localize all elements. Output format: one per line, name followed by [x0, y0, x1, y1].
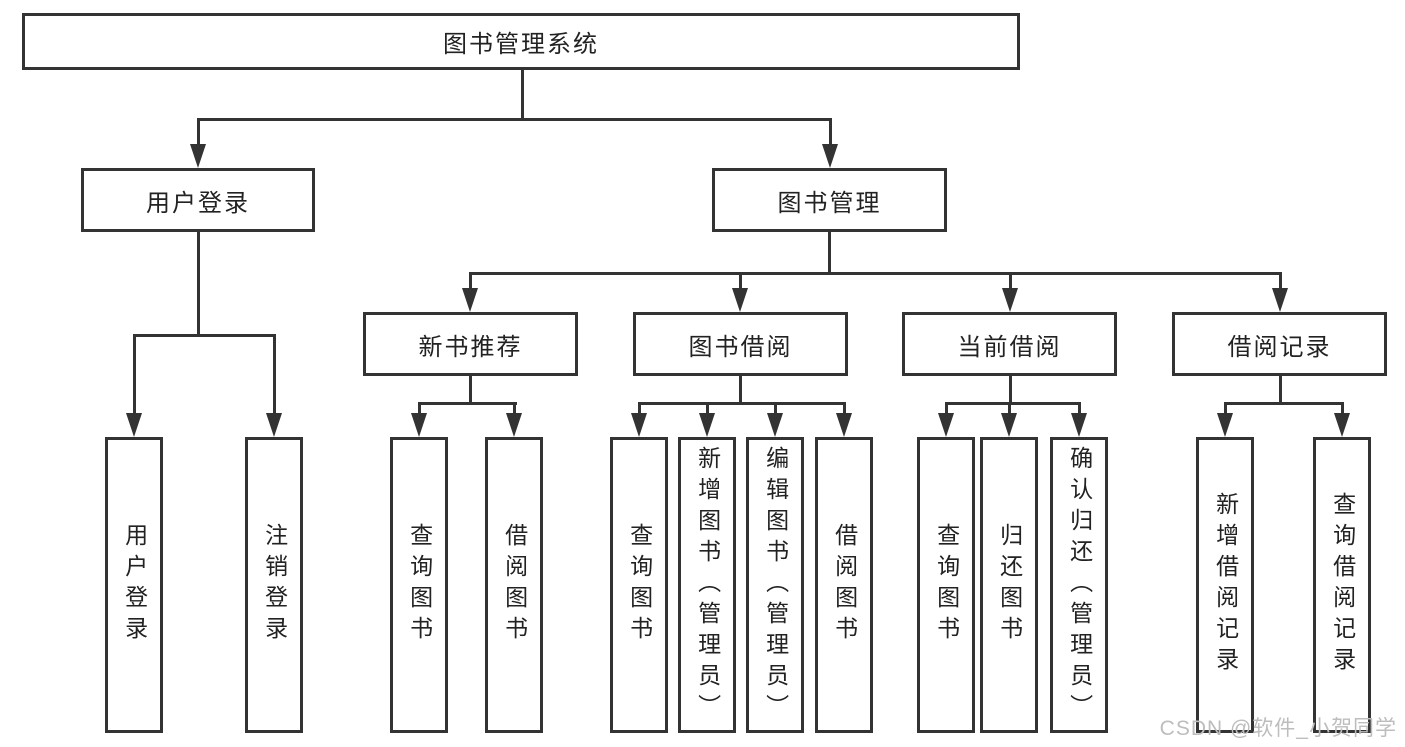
connector-line [1224, 402, 1227, 414]
connector-line [945, 402, 1081, 405]
connector-line [273, 334, 276, 414]
leaf-confirm-return-admin: 确认归还（管理员） [1050, 437, 1108, 733]
leaf-label: 新增借阅记录 [1212, 492, 1239, 678]
leaf-edit-books-admin: 编辑图书（管理员） [746, 437, 804, 733]
node-label: 新书推荐 [418, 333, 523, 361]
connector-line [469, 376, 472, 403]
leaf-label: 借阅图书 [831, 523, 858, 647]
arrowhead-down-icon [836, 413, 852, 437]
arrowhead-down-icon [1272, 288, 1288, 312]
arrowhead-down-icon [1334, 413, 1350, 437]
connector-line [1224, 402, 1344, 405]
node-label: 借阅记录 [1227, 333, 1332, 361]
connector-line [197, 232, 200, 335]
arrowhead-down-icon [1001, 413, 1017, 437]
arrowhead-down-icon [631, 413, 647, 437]
connector-line [1008, 402, 1011, 414]
csdn-watermark: CSDN @软件_小贺同学 [1159, 717, 1397, 740]
arrowhead-down-icon [767, 413, 783, 437]
arrowhead-down-icon [462, 288, 478, 312]
connector-line [828, 232, 831, 273]
leaf-borrow-books-recommend: 借阅图书 [485, 437, 543, 733]
leaf-label: 注销登录 [261, 523, 288, 647]
arrowhead-down-icon [938, 413, 954, 437]
leaf-user-login: 用户登录 [105, 437, 163, 733]
connector-line [843, 402, 846, 414]
connector-line [638, 402, 846, 405]
leaf-query-books-recommend: 查询图书 [390, 437, 448, 733]
node-label: 图书管理 [777, 189, 882, 217]
leaf-label: 编辑图书（管理员） [762, 445, 789, 725]
connector-line [469, 272, 472, 289]
leaf-query-borrow-record: 查询借阅记录 [1313, 437, 1371, 733]
leaf-label: 归还图书 [996, 523, 1023, 647]
connector-line [1078, 402, 1081, 414]
node-label: 当前借阅 [957, 333, 1062, 361]
connector-line [1279, 272, 1282, 289]
connector-line [829, 118, 832, 144]
connector-line [133, 334, 136, 414]
node-library-management-system: 图书管理系统 [22, 13, 1020, 70]
connector-line [1341, 402, 1344, 414]
arrowhead-down-icon [699, 413, 715, 437]
leaf-query-books-current: 查询图书 [917, 437, 975, 733]
leaf-label: 确认归还（管理员） [1066, 445, 1093, 725]
node-book-borrow: 图书借阅 [633, 312, 848, 376]
connector-line [1009, 376, 1012, 403]
connector-line [638, 402, 641, 414]
node-current-borrow: 当前借阅 [902, 312, 1117, 376]
connector-line [133, 334, 276, 337]
connector-line [1009, 272, 1012, 289]
connector-line [739, 376, 742, 403]
leaf-label: 查询图书 [626, 523, 653, 647]
leaf-label: 借阅图书 [501, 523, 528, 647]
arrowhead-down-icon [822, 144, 838, 168]
connector-line [739, 272, 742, 289]
connector-line [418, 402, 421, 414]
node-new-book-recommend: 新书推荐 [363, 312, 578, 376]
leaf-add-books-admin: 新增图书（管理员） [678, 437, 736, 733]
connector-line [418, 402, 517, 405]
arrowhead-down-icon [1071, 413, 1087, 437]
leaf-logout: 注销登录 [245, 437, 303, 733]
arrowhead-down-icon [1002, 288, 1018, 312]
arrowhead-down-icon [411, 413, 427, 437]
arrowhead-down-icon [266, 413, 282, 437]
leaf-borrow-books: 借阅图书 [815, 437, 873, 733]
leaf-query-books-borrow: 查询图书 [610, 437, 668, 733]
connector-line [706, 402, 709, 414]
connector-line [469, 272, 1282, 275]
arrowhead-down-icon [732, 288, 748, 312]
node-book-management: 图书管理 [712, 168, 947, 232]
arrowhead-down-icon [190, 144, 206, 168]
node-label: 图书借阅 [688, 333, 793, 361]
node-borrow-records: 借阅记录 [1172, 312, 1387, 376]
leaf-label: 用户登录 [121, 523, 148, 647]
connector-line [197, 118, 200, 144]
connector-line [197, 118, 832, 121]
leaf-label: 查询借阅记录 [1329, 492, 1356, 678]
leaf-label: 查询图书 [406, 523, 433, 647]
node-label: 用户登录 [146, 189, 250, 217]
connector-line [774, 402, 777, 414]
arrowhead-down-icon [506, 413, 522, 437]
leaf-label: 新增图书（管理员） [694, 445, 721, 725]
leaf-label: 查询图书 [933, 523, 960, 647]
connector-line [1279, 376, 1282, 403]
node-user-login: 用户登录 [81, 168, 315, 232]
connector-line [513, 402, 516, 414]
connector-line [945, 402, 948, 414]
leaf-add-borrow-record: 新增借阅记录 [1196, 437, 1254, 733]
node-label: 图书管理系统 [443, 31, 599, 58]
leaf-return-books: 归还图书 [980, 437, 1038, 733]
arrowhead-down-icon [126, 413, 142, 437]
connector-line [521, 70, 524, 118]
arrowhead-down-icon [1217, 413, 1233, 437]
